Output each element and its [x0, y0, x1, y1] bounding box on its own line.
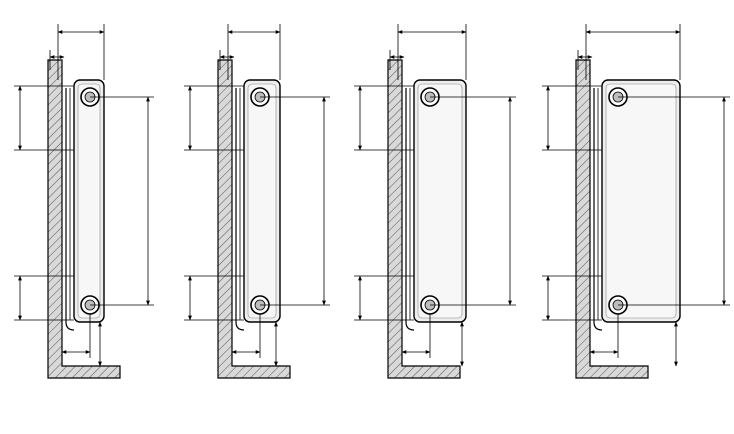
wall-section — [575, 59, 649, 379]
mounting-bracket — [235, 88, 245, 331]
radiator-variant-double-panel — [354, 24, 516, 379]
radiator-panel-inner — [77, 83, 101, 319]
radiator-panel-inner — [605, 83, 677, 319]
radiator-variant-single-panel-convector — [184, 24, 330, 379]
radiator-variant-single-panel — [14, 24, 154, 379]
radiator-variant-double-panel-convector — [542, 24, 730, 379]
mounting-bracket — [593, 88, 603, 331]
radiator-panel-inner — [417, 83, 463, 319]
wall-section — [217, 59, 291, 379]
radiator-panel-inner — [247, 83, 277, 319]
wall-section — [47, 59, 121, 379]
wall-section — [387, 59, 461, 379]
mounting-bracket — [65, 88, 75, 331]
mounting-bracket — [405, 88, 415, 331]
